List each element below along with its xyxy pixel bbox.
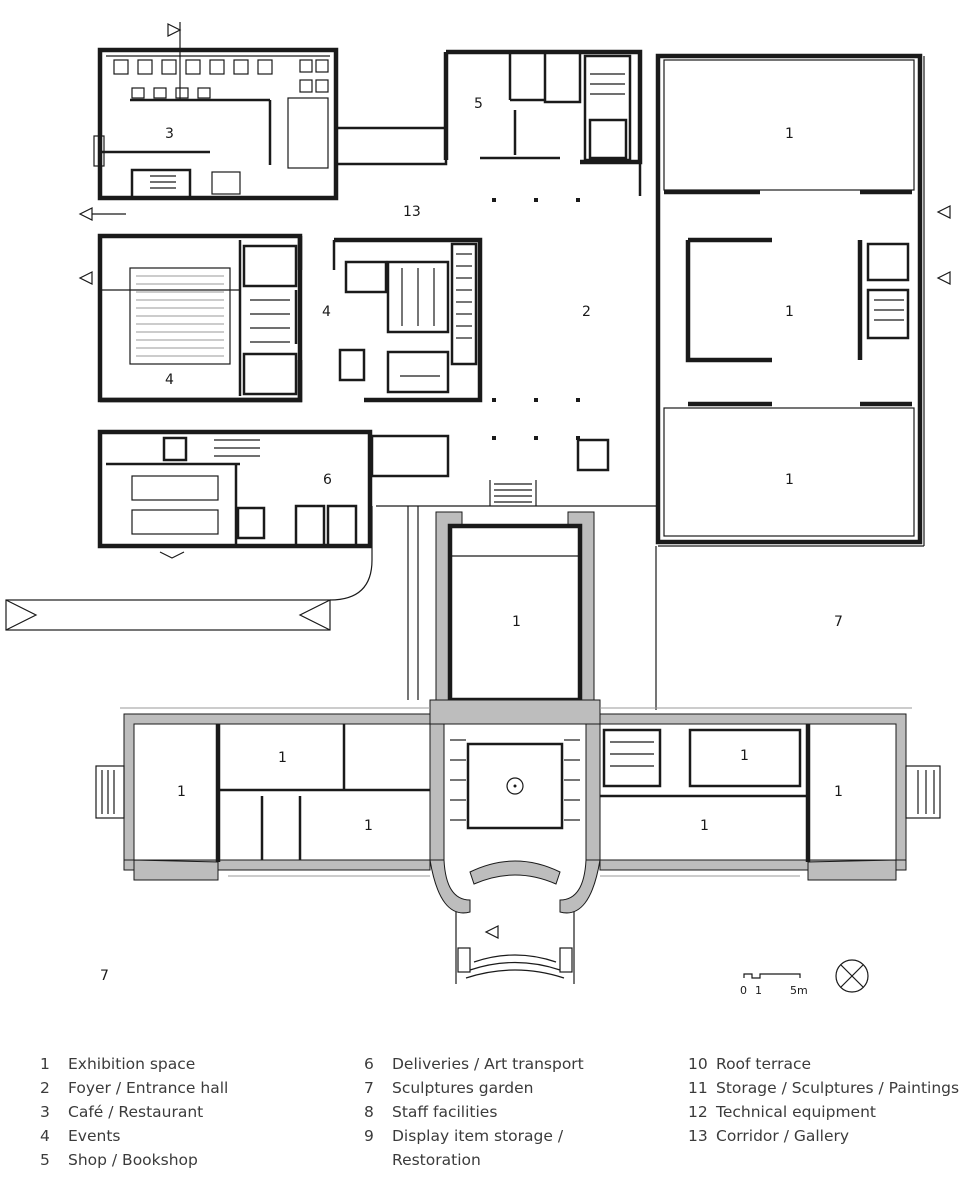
scale-tick-5m: 5m [790,984,808,997]
scale-bar: 0 1 5m [740,973,808,997]
cafe-tables [113,59,329,99]
east-gallery [655,53,951,547]
room-number-central-court: 1 [512,614,521,630]
delivery-ramp [5,506,419,700]
foyer-columns [492,198,580,440]
historic-building [95,699,941,984]
room-number-shop: 5 [474,96,483,112]
north-arrow-icon [835,959,869,993]
scale-tick-1: 1 [755,984,762,997]
room-number-west-hall: 1 [278,750,287,766]
room-number-foyer: 2 [582,304,591,320]
room-number-cafe: 3 [165,126,174,142]
room-number-west-south: 1 [364,818,373,834]
room-number-corridor: 13 [403,204,421,220]
room-number-garden-east: 7 [834,614,843,630]
central-court [435,511,595,703]
deliveries-block [97,429,450,559]
room-number-west-wing: 1 [177,784,186,800]
room-number-exhibition-se: 1 [785,472,794,488]
events-block [78,207,303,403]
room-number-exhibition-ne: 1 [785,126,794,142]
legend-item: Restoration [392,1151,481,1169]
room-number-east-hall: 1 [740,748,749,764]
auditorium-seating [136,275,224,357]
room-number-garden-south: 7 [100,968,109,984]
scale-tick-0: 0 [740,984,747,997]
service-core [332,237,483,403]
room-number-deliveries: 6 [323,472,332,488]
cafe-block [93,22,339,201]
room-number-events-foyer: 4 [322,304,331,320]
floor-plan: 0 1 5m 3 5 13 1 1 1 2 4 4 6 1 7 7 1 1 1 … [5,22,951,997]
room-number-east-south: 1 [700,818,709,834]
room-number-exhibition-e: 1 [785,304,794,320]
room-number-east-wing: 1 [834,784,843,800]
room-number-events-hall: 4 [165,372,174,388]
shop-block [443,49,643,165]
